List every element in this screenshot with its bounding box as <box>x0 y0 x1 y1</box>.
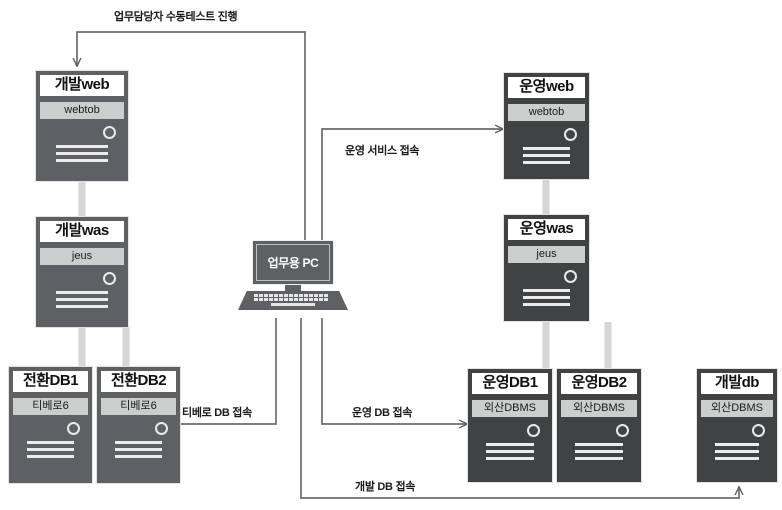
node-subtitle: webtob <box>40 102 124 119</box>
edge-label-prod-db: 운영 DB 접속 <box>352 407 413 419</box>
laptop-screen-bezel <box>256 244 330 281</box>
status-led-icon <box>527 424 540 437</box>
node-subtitle: 외산DBMS <box>472 400 548 417</box>
drive-slots-icon <box>55 291 109 308</box>
node-subtitle: jeus <box>508 246 585 263</box>
drive-slots-icon <box>486 443 534 460</box>
laptop-hinge <box>285 285 301 291</box>
node-subtitle: webtob <box>508 104 585 121</box>
rack-links <box>78 180 612 368</box>
edge-tibero-db <box>166 318 277 424</box>
status-led-icon <box>155 422 168 435</box>
drive-slots-icon <box>522 289 571 306</box>
node-title: 운영was <box>508 219 585 240</box>
drive-slots-icon <box>55 145 109 162</box>
node-prod-web[interactable]: 운영web webtob <box>503 72 590 180</box>
node-workstation-pc[interactable]: 업무용 PC <box>238 240 348 318</box>
node-title: 개발web <box>40 75 124 96</box>
drive-slots-icon <box>714 443 760 460</box>
edge-label-tibero-db: 티베로 DB 접속 <box>182 407 252 419</box>
node-subtitle: 외산DBMS <box>701 400 773 417</box>
status-led-icon <box>564 128 577 141</box>
laptop-screen: 업무용 PC <box>252 240 334 285</box>
edge-label-prod-service: 운영 서비스 접속 <box>345 145 420 157</box>
drive-slots-icon <box>27 441 74 458</box>
laptop-keyboard-icon <box>254 294 332 301</box>
node-conv-db1[interactable]: 전환DB1 티베로6 <box>8 366 93 484</box>
status-led-icon <box>616 424 629 437</box>
edge-manual-test <box>77 31 306 240</box>
laptop-spacebar-icon <box>271 303 315 306</box>
node-title: 개발db <box>701 373 773 394</box>
status-led-icon <box>752 424 765 437</box>
node-title: 전환DB1 <box>13 371 88 392</box>
node-prod-db1[interactable]: 운영DB1 외산DBMS <box>467 368 553 483</box>
status-led-icon <box>564 270 577 283</box>
edge-prod-db <box>321 318 467 424</box>
node-prod-was[interactable]: 운영was jeus <box>503 214 590 322</box>
node-title: 전환DB2 <box>101 371 176 392</box>
edge-prod-service <box>321 129 503 240</box>
node-prod-db2[interactable]: 운영DB2 외산DBMS <box>556 368 642 483</box>
status-led-icon <box>103 126 116 139</box>
drive-slots-icon <box>522 147 571 164</box>
drive-slots-icon <box>115 441 162 458</box>
edge-dev-db <box>300 318 739 499</box>
node-subtitle: 티베로6 <box>13 398 88 415</box>
status-led-icon <box>103 272 116 285</box>
status-led-icon <box>67 422 80 435</box>
drive-slots-icon <box>575 443 623 460</box>
laptop-label: 업무용 PC <box>267 256 319 270</box>
node-title: 운영DB2 <box>561 373 637 394</box>
node-title: 운영DB1 <box>472 373 548 394</box>
node-dev-was[interactable]: 개발was jeus <box>35 216 129 328</box>
node-subtitle: 외산DBMS <box>561 400 637 417</box>
node-conv-db2[interactable]: 전환DB2 티베로6 <box>96 366 181 484</box>
node-subtitle: jeus <box>40 248 124 265</box>
node-subtitle: 티베로6 <box>101 398 176 415</box>
node-dev-db[interactable]: 개발db 외산DBMS <box>696 368 778 483</box>
node-title: 개발was <box>40 221 124 242</box>
edge-label-dev-db: 개발 DB 접속 <box>355 481 416 493</box>
node-dev-web[interactable]: 개발web webtob <box>35 70 129 182</box>
node-title: 운영web <box>508 77 585 98</box>
edge-label-manual-test: 업무담당자 수동테스트 진행 <box>114 11 238 23</box>
